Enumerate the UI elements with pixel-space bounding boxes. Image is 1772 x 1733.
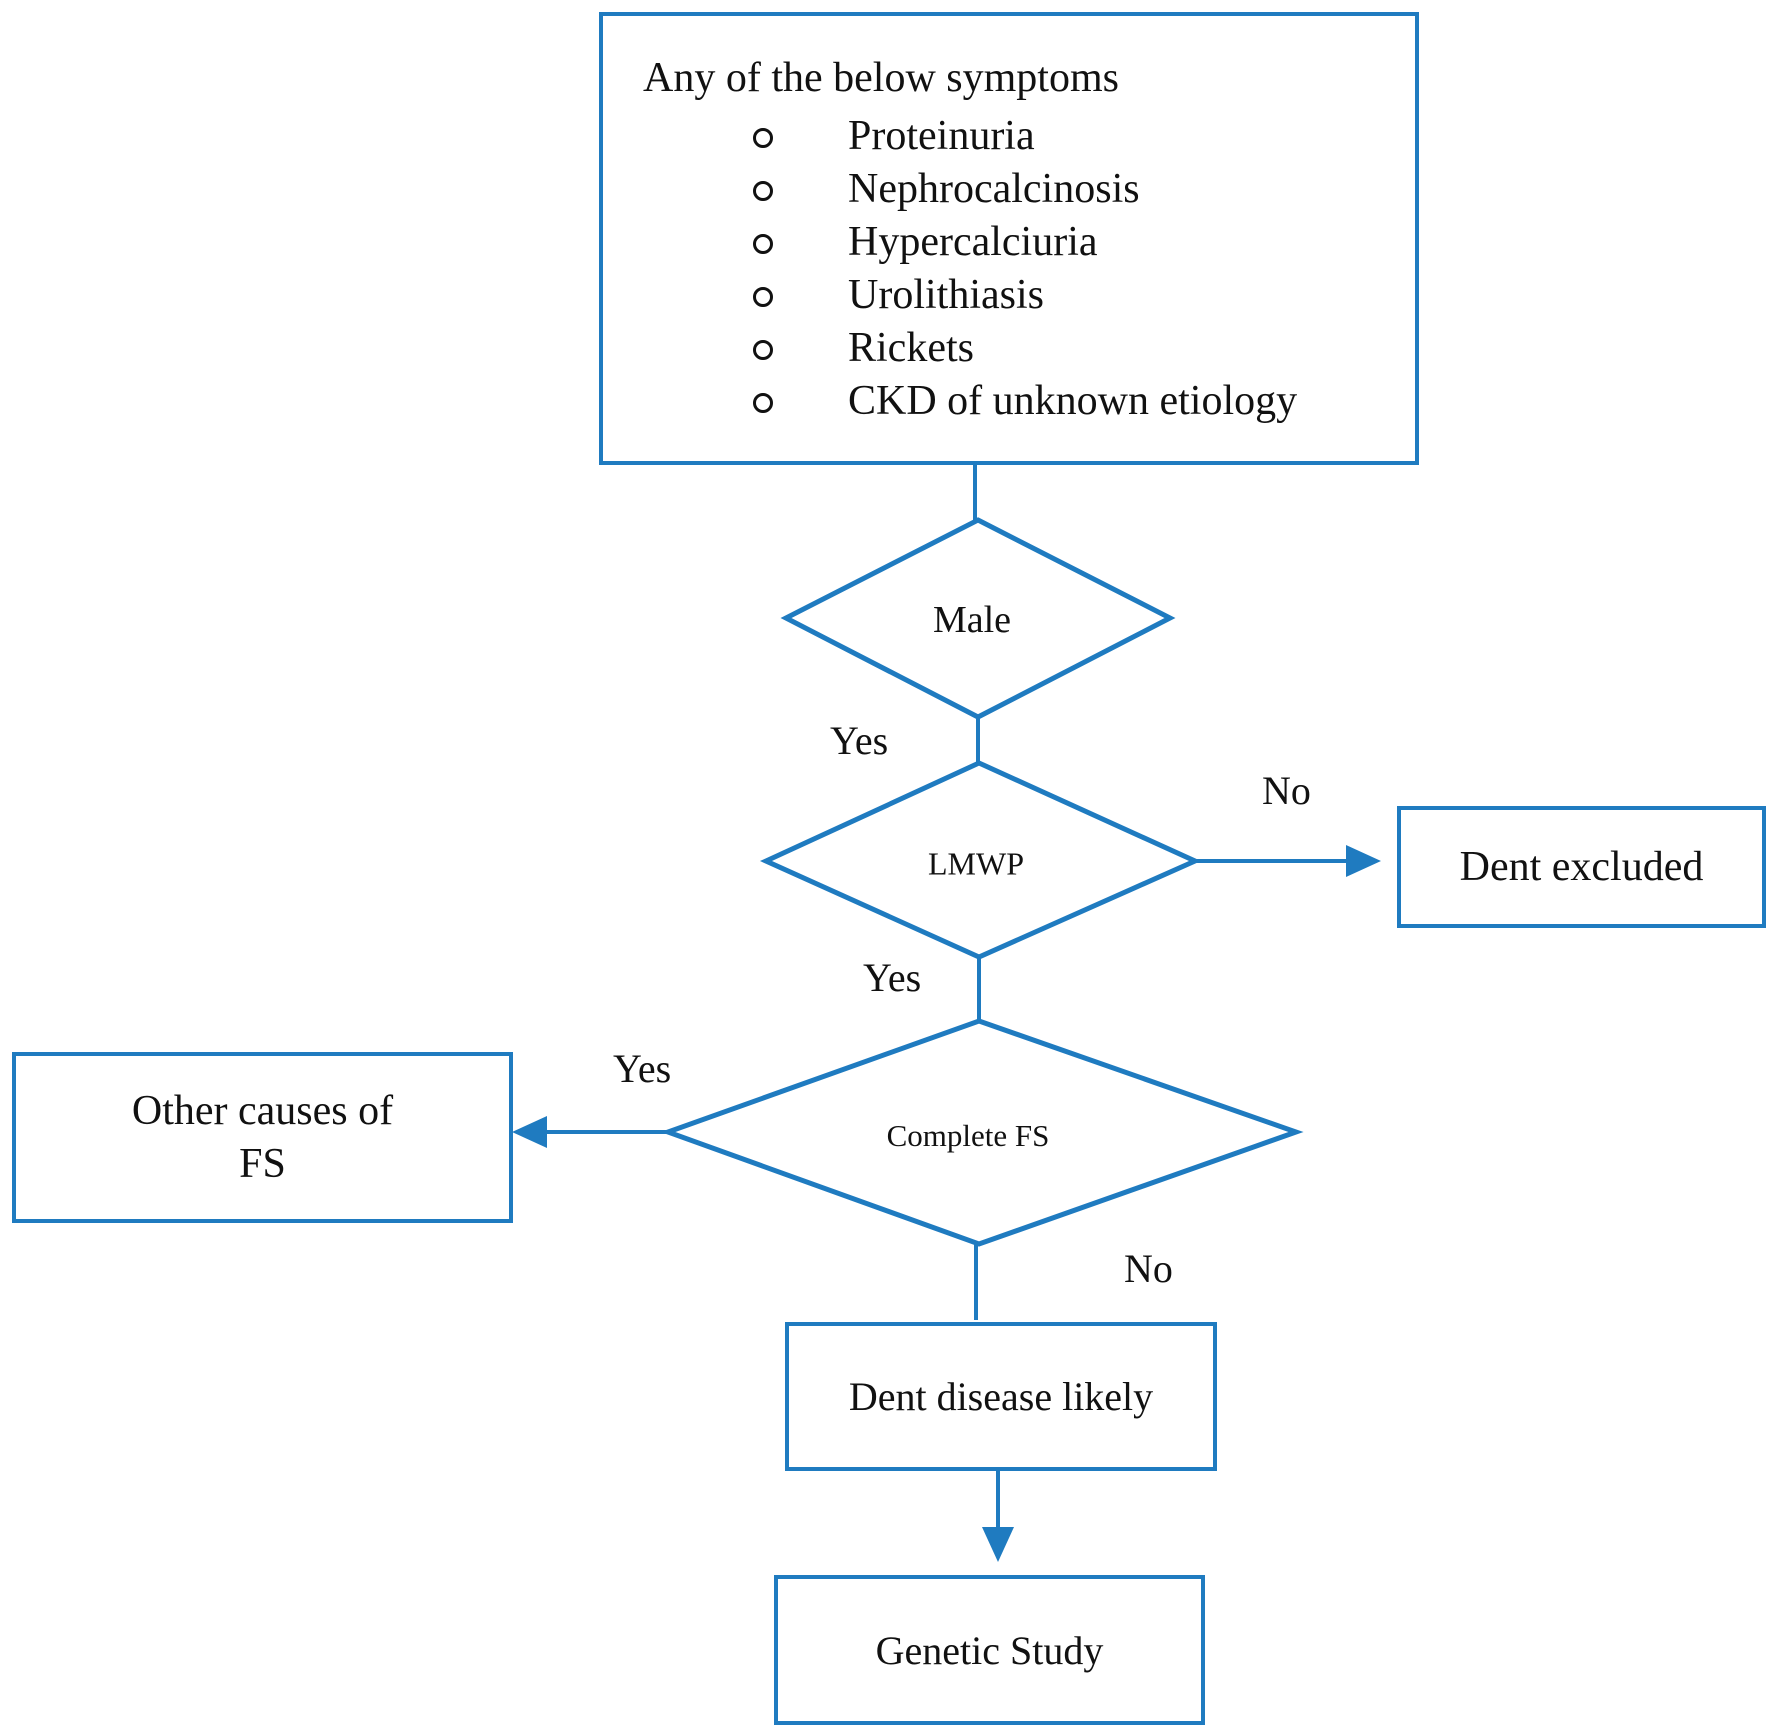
symptom-rickets: Rickets xyxy=(753,322,1297,375)
circle-bullet-icon xyxy=(753,287,773,307)
arrowhead-to-excluded xyxy=(1346,845,1381,877)
dent-excluded-box: Dent excluded xyxy=(1397,806,1766,928)
symptom-label: Urolithiasis xyxy=(848,272,1044,318)
edge-label-complete-no: No xyxy=(1124,1246,1173,1291)
edge-label-lmwp-no: No xyxy=(1262,768,1311,813)
edge-label-complete-yes: Yes xyxy=(613,1046,672,1091)
edge-label-male-yes: Yes xyxy=(830,718,889,763)
dent-excluded-label: Dent excluded xyxy=(1459,844,1704,890)
arrowhead-to-genetic xyxy=(982,1527,1014,1562)
edge-label-lmwp-yes: Yes xyxy=(863,955,922,1000)
genetic-study-label: Genetic Study xyxy=(875,1627,1104,1673)
dent-likely-box: Dent disease likely xyxy=(785,1322,1217,1471)
circle-bullet-icon xyxy=(753,393,773,413)
male-label: Male xyxy=(932,599,1012,641)
symptom-label: Nephrocalcinosis xyxy=(848,166,1140,212)
symptom-ckd: CKD of unknown etiology xyxy=(753,375,1297,428)
other-causes-line-2: FS xyxy=(239,1140,286,1187)
symptoms-title: Any of the below symptoms xyxy=(643,55,1119,101)
symptom-urolithiasis: Urolithiasis xyxy=(753,269,1297,322)
other-causes-box: Other causes of FS xyxy=(12,1052,513,1223)
symptom-hypercalciuria: Hypercalciuria xyxy=(753,216,1297,269)
lmwp-label: LMWP xyxy=(928,845,1024,882)
complete-fs-diamond xyxy=(660,1018,1304,1247)
dent-likely-label: Dent disease likely xyxy=(848,1374,1154,1419)
circle-bullet-icon xyxy=(753,340,773,360)
arrowhead-to-other xyxy=(512,1116,547,1148)
complete-fs-label: Complete FS xyxy=(886,1118,1050,1153)
symptom-proteinuria: Proteinuria xyxy=(753,110,1297,163)
male-diamond xyxy=(780,517,1176,720)
symptom-nephrocalcinosis: Nephrocalcinosis xyxy=(753,163,1297,216)
symptoms-list: Proteinuria Nephrocalcinosis Hypercalciu… xyxy=(753,110,1297,428)
lmwp-diamond xyxy=(759,760,1202,960)
symptoms-box: Any of the below symptoms Proteinuria Ne… xyxy=(599,12,1419,465)
circle-bullet-icon xyxy=(753,128,773,148)
symptom-label: CKD of unknown etiology xyxy=(848,378,1298,424)
circle-bullet-icon xyxy=(753,234,773,254)
symptom-label: Rickets xyxy=(848,325,974,371)
other-causes-line-1: Other causes of xyxy=(131,1087,394,1134)
genetic-study-box: Genetic Study xyxy=(774,1575,1205,1725)
circle-bullet-icon xyxy=(753,181,773,201)
symptom-label: Hypercalciuria xyxy=(848,219,1098,265)
symptom-label: Proteinuria xyxy=(848,113,1035,159)
